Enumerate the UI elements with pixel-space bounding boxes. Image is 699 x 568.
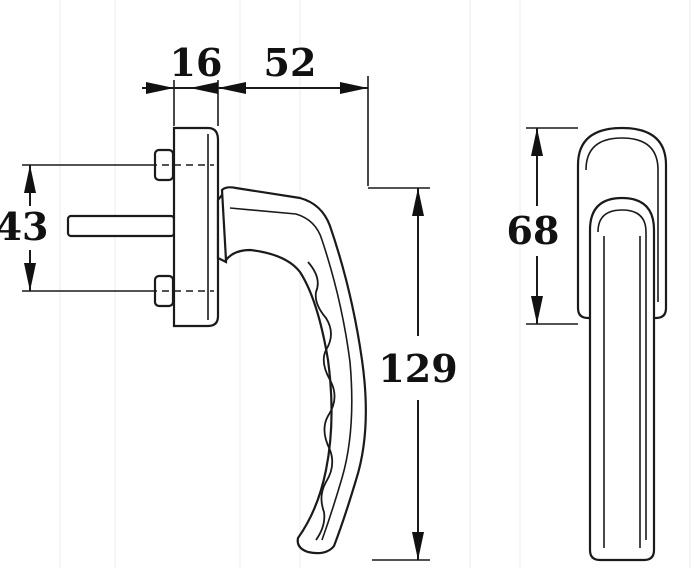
dimension-rosette-depth-label: 16 <box>170 40 223 85</box>
dimension-front-rosette <box>526 127 578 325</box>
dimension-top <box>142 76 369 186</box>
handle-lever-contour <box>229 207 353 541</box>
dimension-left <box>22 164 150 292</box>
dimension-handle-length-label: 129 <box>378 346 457 391</box>
dimension-rosette-height-label: 68 <box>507 208 560 253</box>
dimension-handle-reach-label: 52 <box>264 40 317 85</box>
dimension-spindle-spacing-label: 43 <box>0 204 48 249</box>
front-lever-inner <box>597 209 647 540</box>
front-rosette-inner <box>585 137 659 302</box>
handle-grip-ridges <box>307 261 336 541</box>
dimension-right-handle <box>368 187 430 561</box>
background-texture <box>59 0 691 568</box>
spindle <box>66 214 176 238</box>
front-view <box>576 126 668 562</box>
side-view <box>66 126 367 555</box>
front-lever <box>588 196 656 562</box>
rosette-base <box>172 126 220 328</box>
handle-lever <box>220 186 367 555</box>
